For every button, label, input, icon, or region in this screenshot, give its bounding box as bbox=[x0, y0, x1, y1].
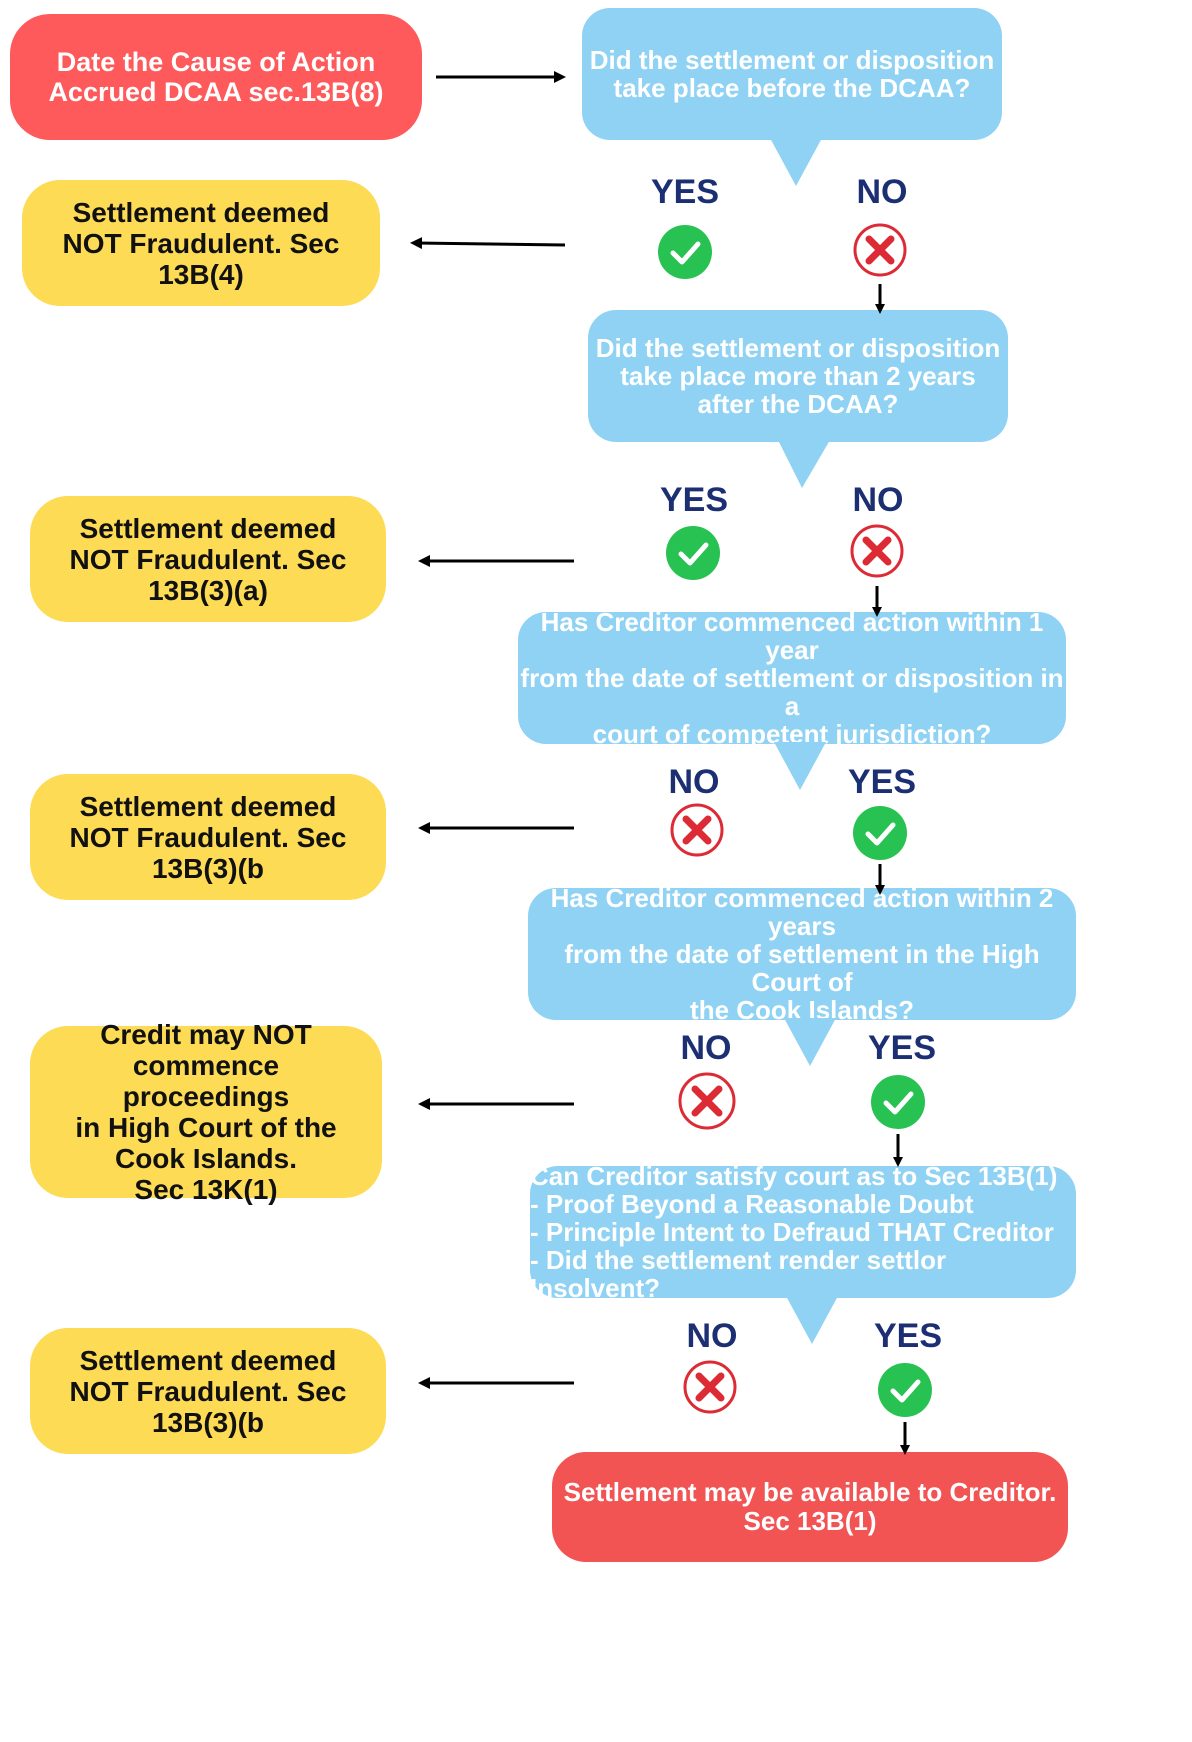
cross-icon bbox=[678, 1072, 736, 1130]
question-3-tail bbox=[774, 742, 826, 790]
cross-icon bbox=[683, 1360, 737, 1414]
result-3: Settlement deemed NOT Fraudulent. Sec 13… bbox=[30, 774, 386, 900]
decision-2-left-label: YES bbox=[659, 481, 729, 519]
decision-5-right-label: YES bbox=[873, 1317, 943, 1355]
cross-icon bbox=[853, 223, 907, 277]
question-1: Did the settlement or disposition take p… bbox=[582, 8, 1002, 140]
decision-4-left-label: NO bbox=[680, 1029, 732, 1067]
arrow-to-result-1 bbox=[410, 237, 566, 250]
question-2: Did the settlement or disposition take p… bbox=[588, 310, 1008, 442]
question-5-tail bbox=[786, 1296, 838, 1344]
decision-3-right-label: YES bbox=[847, 763, 917, 801]
question-5: Can Creditor satisfy court as to Sec 13B… bbox=[530, 1162, 1076, 1302]
end-node: Settlement may be available to Creditor.… bbox=[552, 1452, 1068, 1562]
question-1-tail bbox=[770, 138, 822, 186]
cross-icon bbox=[850, 524, 904, 578]
decision-5-left-label: NO bbox=[686, 1317, 738, 1355]
result-4: Credit may NOT commence proceedings in H… bbox=[30, 1019, 382, 1205]
start-node: Date the Cause of Action Accrued DCAA se… bbox=[10, 14, 422, 140]
check-icon bbox=[853, 806, 907, 860]
check-icon bbox=[666, 526, 720, 580]
question-4: Has Creditor commenced action within 2 y… bbox=[528, 884, 1076, 1024]
cross-icon bbox=[670, 803, 724, 857]
decision-3-left-label: NO bbox=[668, 763, 720, 801]
result-2: Settlement deemed NOT Fraudulent. Sec 13… bbox=[30, 496, 386, 622]
decision-4-right-label: YES bbox=[867, 1029, 937, 1067]
question-3: Has Creditor commenced action within 1 y… bbox=[518, 608, 1066, 748]
check-icon bbox=[871, 1075, 925, 1129]
check-icon bbox=[658, 225, 712, 279]
decision-1-left-label: YES bbox=[650, 173, 720, 211]
decision-1-right-label: NO bbox=[856, 173, 908, 211]
result-1: Settlement deemed NOT Fraudulent. Sec 13… bbox=[22, 180, 380, 306]
check-icon bbox=[878, 1363, 932, 1417]
result-5: Settlement deemed NOT Fraudulent. Sec 13… bbox=[30, 1328, 386, 1454]
decision-2-right-label: NO bbox=[852, 481, 904, 519]
question-4-tail bbox=[784, 1018, 836, 1066]
